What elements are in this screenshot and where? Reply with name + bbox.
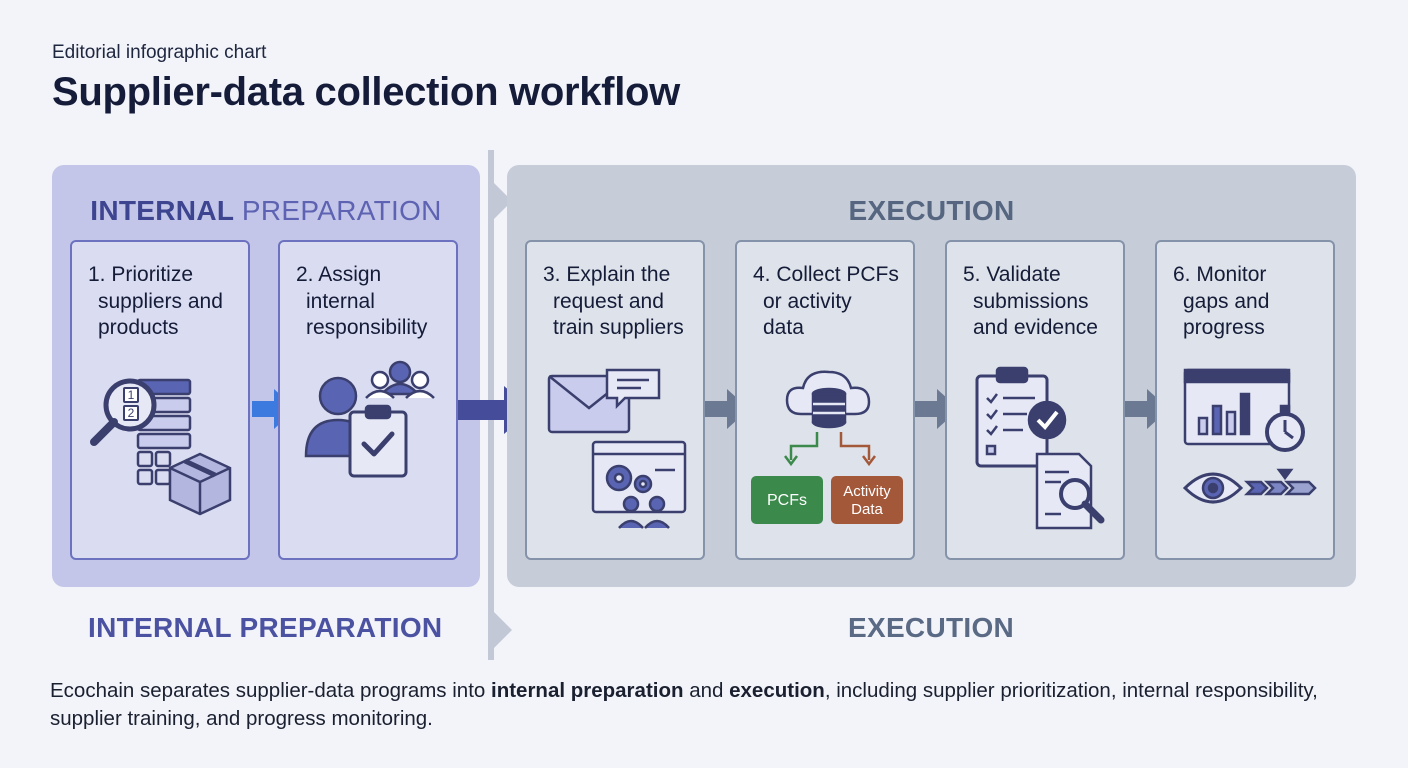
collect-data-icon: PCFs Activity Data xyxy=(751,370,903,524)
internal-preparation-footer-label: INTERNAL PREPARATION xyxy=(88,612,443,643)
step-3-card: 3. Explain the request and train supplie… xyxy=(525,240,705,560)
internal-preparation-heading: INTERNAL PREPARATION xyxy=(90,195,442,226)
step-4-card: 4. Collect PCFs or activity data PCFs Ac… xyxy=(735,240,915,560)
step-2-card: 2. Assign internal responsibility xyxy=(278,240,458,560)
svg-text:1: 1 xyxy=(128,388,135,402)
svg-text:2: 2 xyxy=(128,406,135,420)
execution-footer-label: EXECUTION xyxy=(848,612,1015,643)
assign-responsibility-icon xyxy=(304,360,435,478)
svg-text:PCFs: PCFs xyxy=(767,492,807,509)
step-6-label: 6. Monitor gaps and progress xyxy=(1173,263,1270,339)
step-4-label: 4. Collect PCFs or activity data xyxy=(753,263,899,339)
step-3-label: 3. Explain the request and train supplie… xyxy=(543,263,684,339)
execution-heading: EXECUTION xyxy=(848,195,1015,226)
activity-data-badge xyxy=(831,476,903,524)
validate-icon xyxy=(975,366,1105,530)
internal-preparation-panel: INTERNAL PREPARATION 1. Prioritize suppl… xyxy=(52,165,480,587)
step-2-label: 2. Assign internal responsibility xyxy=(296,263,428,339)
step-5-label: 5. Validate submissions and evidence xyxy=(963,263,1098,339)
step-1-card: 1. Prioritize suppliers and products xyxy=(70,240,250,560)
divider-chevron-bottom xyxy=(494,612,512,648)
step-1-label: 1. Prioritize suppliers and products xyxy=(88,263,223,339)
caption: Ecochain separates supplier-data program… xyxy=(50,679,1318,730)
page-title: Supplier-data collection workflow xyxy=(52,70,680,114)
execution-panel: EXECUTION 3. Explain the request and tra… xyxy=(507,165,1356,587)
step-6-card: 6. Monitor gaps and progress xyxy=(1155,240,1335,560)
explain-train-icon xyxy=(547,368,687,529)
svg-text:Activity: Activity xyxy=(843,483,891,500)
svg-text:Data: Data xyxy=(851,501,883,518)
prioritize-icon: 1 2 xyxy=(90,378,232,516)
step-5-card: 5. Validate submissions and evidence xyxy=(945,240,1125,560)
eyebrow: Editorial infographic chart xyxy=(52,42,267,63)
monitor-progress-icon xyxy=(1182,368,1317,504)
pcfs-badge xyxy=(751,476,823,524)
